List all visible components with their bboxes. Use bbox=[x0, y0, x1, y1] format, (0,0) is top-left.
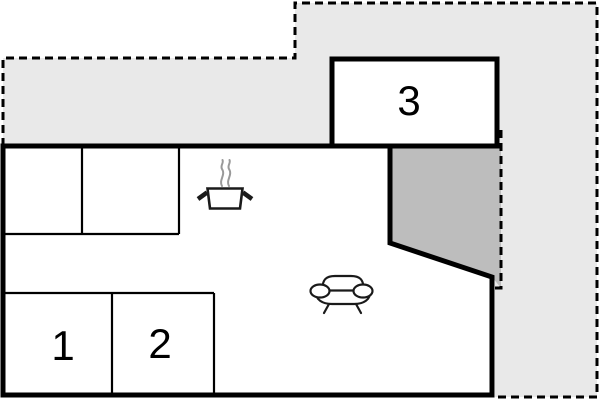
sofa-leg-right bbox=[354, 302, 363, 315]
sofa-armrest-left bbox=[309, 283, 331, 299]
steam-icon bbox=[220, 159, 225, 187]
sofa-leg-left bbox=[322, 302, 331, 315]
room-1-label: 1 bbox=[51, 322, 74, 369]
sofa-icon bbox=[309, 274, 374, 315]
terrace-inner-dashed-boundary bbox=[495, 130, 503, 290]
room-2-label: 2 bbox=[148, 320, 171, 367]
covered-terrace-area bbox=[390, 146, 501, 288]
pot-handle-left bbox=[196, 190, 209, 201]
steam-icon bbox=[227, 159, 232, 187]
pot-body bbox=[206, 187, 244, 210]
sofa-back bbox=[321, 274, 365, 294]
sofa-armrest-right bbox=[352, 283, 374, 299]
room-3-label: 3 bbox=[397, 77, 420, 124]
pot-handle-right bbox=[241, 190, 254, 201]
room-3-walls bbox=[329, 56, 500, 149]
cooking-pot-icon bbox=[196, 159, 254, 210]
